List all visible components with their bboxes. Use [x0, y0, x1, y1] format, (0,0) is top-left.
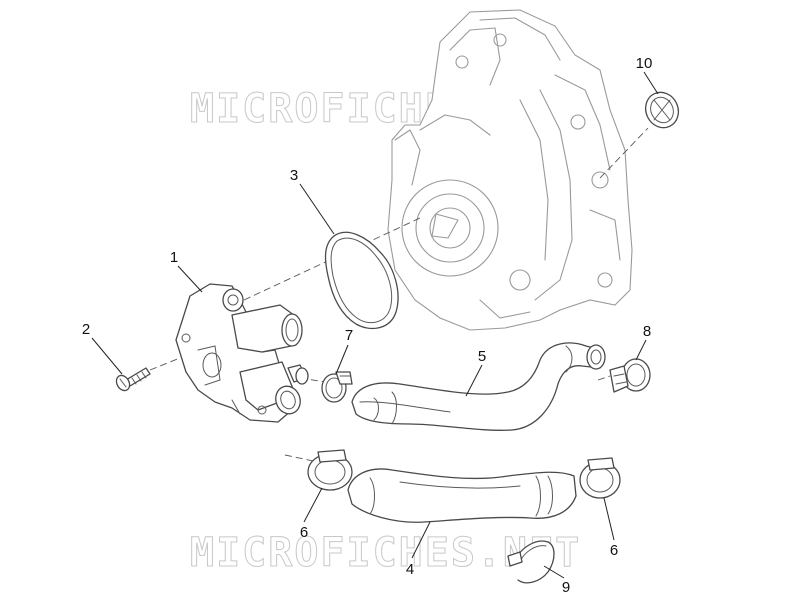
- leader-10: [643, 71, 659, 95]
- callout-10: 10: [636, 55, 653, 72]
- seal-ring: [644, 91, 680, 129]
- assembly-line-6: [597, 375, 611, 381]
- leader-8: [635, 339, 647, 361]
- callout-5: 5: [478, 348, 486, 365]
- leader-6b: [603, 497, 615, 541]
- callout-6-left: 6: [300, 524, 308, 541]
- assembly-line-3: [149, 357, 181, 371]
- leader-7: [335, 344, 349, 375]
- leader-4: [411, 521, 431, 559]
- callout-9: 9: [562, 579, 570, 596]
- hose-clamp-small: [321, 371, 353, 403]
- hose-clamp-right: [579, 457, 621, 499]
- callout-8: 8: [643, 323, 651, 340]
- callout-7: 7: [345, 327, 353, 344]
- leader-9: [543, 565, 565, 579]
- bolt: [115, 367, 151, 392]
- hose-clamp-left: [307, 449, 353, 491]
- lower-coolant-hose: [347, 468, 577, 523]
- assembly-line-2: [599, 127, 649, 179]
- callout-2: 2: [82, 321, 90, 338]
- leader-5: [465, 364, 483, 397]
- leader-1: [177, 265, 203, 293]
- o-ring-gasket: [324, 231, 399, 330]
- callout-3: 3: [290, 167, 298, 184]
- upper-coolant-hose: [351, 342, 606, 431]
- thermostat-housing: [175, 283, 309, 423]
- hose-clamp-upper: [609, 358, 651, 393]
- cable-tie: [507, 540, 555, 584]
- callout-1: 1: [170, 249, 178, 266]
- watermark-bottom: MICROFICHES.NET: [190, 530, 581, 576]
- callout-6-right: 6: [610, 542, 618, 559]
- leader-3: [299, 183, 335, 235]
- leader-6a: [303, 487, 323, 523]
- leader-2: [91, 337, 123, 375]
- callout-4: 4: [406, 561, 414, 578]
- engine-crankcase-cover: [387, 9, 633, 331]
